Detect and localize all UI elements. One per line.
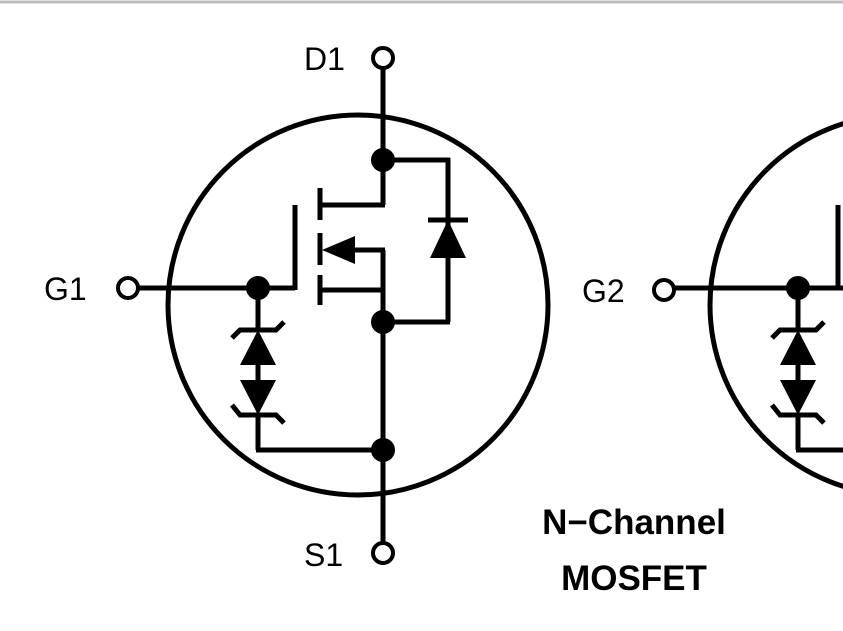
zener-2-triangle [240,380,276,415]
junction-drain [371,148,395,172]
junction-source-zener [371,438,395,462]
pin-label-g1: G1 [44,271,87,307]
body-arrow [322,236,355,264]
junction-gate [246,276,270,300]
junction-source-diode [371,310,395,334]
terminal-g1 [116,276,140,300]
terminal-g2 [652,278,676,302]
zener-1-bar [230,320,286,340]
zener-1-triangle [240,330,276,365]
caption-line-1: N−Channel [542,503,726,542]
mosfet-2-package-circle [707,121,843,489]
junction-gate-2 [786,276,810,300]
body-diode-triangle [430,220,466,258]
mosfet-1: D1 G1 S1 [44,41,551,573]
zener-2a-bar [770,320,826,340]
pin-label-g2: G2 [582,273,625,309]
pin-label-d1: D1 [304,41,345,77]
terminal-s1 [371,541,395,565]
pin-label-s1: S1 [304,537,343,573]
mosfet-1-package-circle [165,112,551,498]
mosfet-2: G2 [582,121,843,489]
zener-2a-triangle [780,330,816,365]
zener-2b-triangle [780,380,816,415]
terminal-d1 [371,46,395,70]
caption-line-2: MOSFET [561,559,707,598]
